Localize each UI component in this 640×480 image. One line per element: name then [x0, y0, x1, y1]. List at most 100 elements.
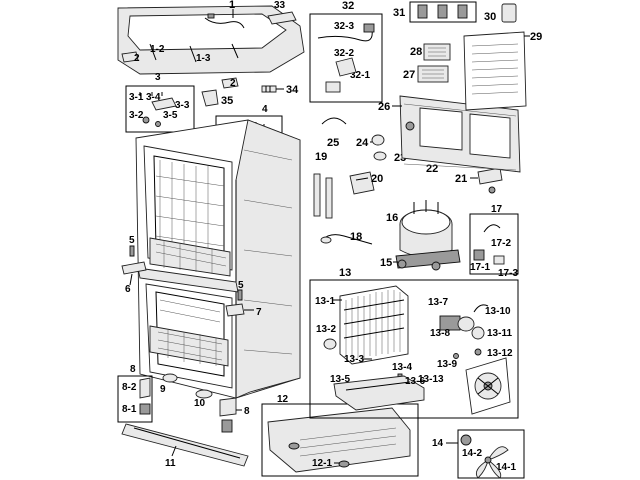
part-29-wiring-label [463, 31, 527, 111]
label-28: 28 [410, 46, 422, 58]
part-17-group-box [469, 213, 519, 275]
label-18: 18 [350, 231, 362, 243]
part-8-leveling-foot [139, 377, 151, 415]
part-13-2-sensor [323, 338, 337, 350]
label-8-2: 8-2 [122, 382, 137, 393]
label-13-9: 13-9 [437, 359, 457, 370]
part-13-group-box [309, 279, 519, 419]
part-7-bracket [225, 303, 245, 317]
label-2-lower: 2 [230, 78, 236, 89]
label-25: 25 [327, 137, 339, 149]
part-12-bottom-cover [267, 407, 411, 473]
label-2-upper: 2 [134, 53, 140, 64]
label-11: 11 [165, 458, 176, 469]
label-13-1: 13-1 [315, 296, 335, 307]
part-5-screw-upper [129, 245, 135, 257]
part-32-group-box [309, 13, 383, 103]
part-24-bushing [371, 134, 385, 146]
part-12-group-box [261, 403, 419, 477]
label-3-2: 3-2 [129, 110, 144, 121]
part-31-group-box [409, 1, 477, 23]
part-3-hinge-assembly [139, 92, 177, 127]
label-8-1: 8-1 [122, 404, 137, 415]
label-5-upper: 5 [129, 235, 135, 246]
label-13: 13 [339, 267, 351, 279]
part-6-bracket [121, 261, 147, 275]
label-32-3: 32-3 [334, 21, 354, 32]
part-20-valve [349, 171, 375, 195]
label-3-3: 3-3 [175, 100, 190, 111]
label-21: 21 [455, 173, 467, 185]
part-13-5-drain-pan [333, 375, 425, 411]
label-20: 20 [371, 173, 383, 185]
part-13-13-fan-shroud [465, 357, 511, 415]
part-5-screw-lower [237, 289, 243, 301]
label-10: 10 [194, 398, 206, 409]
part-1-top-cover [117, 5, 305, 75]
label-22: 22 [426, 163, 438, 175]
label-13-13: 13-13 [418, 374, 444, 385]
label-33: 33 [274, 0, 286, 11]
part-34-screw [261, 85, 277, 93]
label-14-2: 14-2 [462, 448, 482, 459]
label-6: 6 [125, 284, 131, 295]
label-12: 12 [277, 394, 289, 405]
label-13-8: 13-8 [430, 328, 450, 339]
part-33-hinge-cover [267, 11, 297, 25]
label-3: 3 [155, 72, 161, 83]
label-13-2: 13-2 [316, 324, 336, 335]
part-31-clips [417, 4, 468, 19]
label-32-2: 32-2 [334, 48, 354, 59]
part-14-2-motor [460, 434, 472, 446]
part-13-8-fan-motor [439, 315, 475, 332]
part-28-label [423, 43, 451, 61]
part-16-compressor [395, 200, 461, 269]
part-11-base-rail [121, 423, 249, 467]
label-13-4: 13-4 [392, 362, 412, 373]
part-21-water-valve [477, 167, 503, 194]
label-19: 19 [315, 151, 327, 163]
part-14-1-fan-blade [475, 446, 509, 479]
label-13-6: 13-6 [405, 376, 425, 387]
label-31: 31 [393, 7, 405, 19]
label-7: 7 [256, 307, 262, 318]
label-13-12: 13-12 [487, 348, 513, 359]
label-27: 27 [403, 69, 415, 81]
label-4: 4 [262, 104, 268, 115]
label-13-10: 13-10 [485, 306, 511, 317]
label-3-5: 3-5 [163, 110, 178, 121]
part-25-hose [321, 117, 347, 125]
label-1-2: 1-2 [150, 44, 165, 55]
part-17-relay [473, 224, 505, 265]
label-32-1: 32-1 [350, 70, 370, 81]
part-18-tube [320, 234, 373, 245]
part-35-hinge-bracket [201, 89, 219, 107]
label-16: 16 [386, 212, 398, 224]
label-14-1: 14-1 [496, 462, 516, 473]
label-15: 15 [380, 257, 392, 269]
part-23-bushing [373, 151, 387, 161]
part-2-hinge-cap-lower [221, 77, 239, 89]
part-9-roller [162, 373, 178, 383]
part-10-roller [195, 389, 213, 399]
label-29: 29 [530, 31, 542, 43]
part-19-drier [313, 173, 333, 219]
part-32-power-cord [317, 23, 375, 93]
label-12-1: 12-1 [312, 458, 332, 469]
label-13-7: 13-7 [428, 297, 448, 308]
part-30-cap [501, 3, 517, 23]
label-17-1: 17-1 [470, 262, 490, 273]
label-14: 14 [432, 438, 444, 449]
label-13-3: 13-3 [344, 354, 364, 365]
label-8-right: 8 [244, 406, 250, 417]
label-17-3: 17-3 [498, 268, 518, 279]
label-30: 30 [484, 11, 496, 23]
label-3-4: 3-4 [146, 92, 161, 103]
part-26-back-cover [399, 95, 521, 173]
part-14-group-box [457, 429, 525, 479]
part-27-label [417, 65, 449, 83]
part-13-11-fan-blade [471, 326, 485, 340]
part-8-group-box [117, 375, 153, 423]
label-13-5: 13-5 [330, 374, 350, 385]
label-8-left: 8 [130, 364, 136, 375]
